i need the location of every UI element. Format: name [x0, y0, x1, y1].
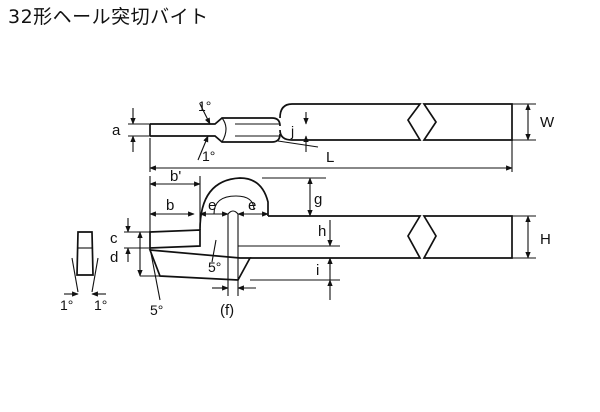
dim-j-label: j: [290, 123, 294, 139]
angle-1deg-top-label: 1°: [198, 98, 211, 114]
dim-e-left-label: e: [208, 197, 216, 214]
dim-L-label: L: [326, 149, 334, 166]
angle-1deg-right-label: 1°: [94, 297, 107, 313]
angle-1deg-top2-label: 1°: [202, 148, 215, 164]
dim-H-label: H: [540, 231, 551, 248]
dim-g-label: g: [314, 191, 322, 208]
angle-5deg-outer-label: 5°: [150, 302, 163, 318]
dim-i-label: i: [316, 262, 319, 279]
dim-b-prime-label: b': [170, 168, 181, 185]
dim-f-label: (f): [220, 302, 234, 319]
dim-h-label: h: [318, 223, 326, 240]
angle-5deg-inner-label: 5°: [208, 259, 221, 275]
angle-1deg-left-label: 1°: [60, 297, 73, 313]
dim-d-label: d: [110, 249, 118, 266]
side-view: [124, 176, 536, 301]
dim-e-right-label: e: [248, 197, 256, 214]
top-view: [128, 103, 536, 172]
dim-a-label: a: [112, 122, 121, 139]
diagram-title: 32形ヘール突切バイト: [8, 6, 209, 28]
front-view: [64, 231, 106, 297]
dim-c-label: c: [110, 230, 118, 247]
dim-b-label: b: [166, 197, 174, 214]
dim-W-label: W: [540, 114, 555, 131]
